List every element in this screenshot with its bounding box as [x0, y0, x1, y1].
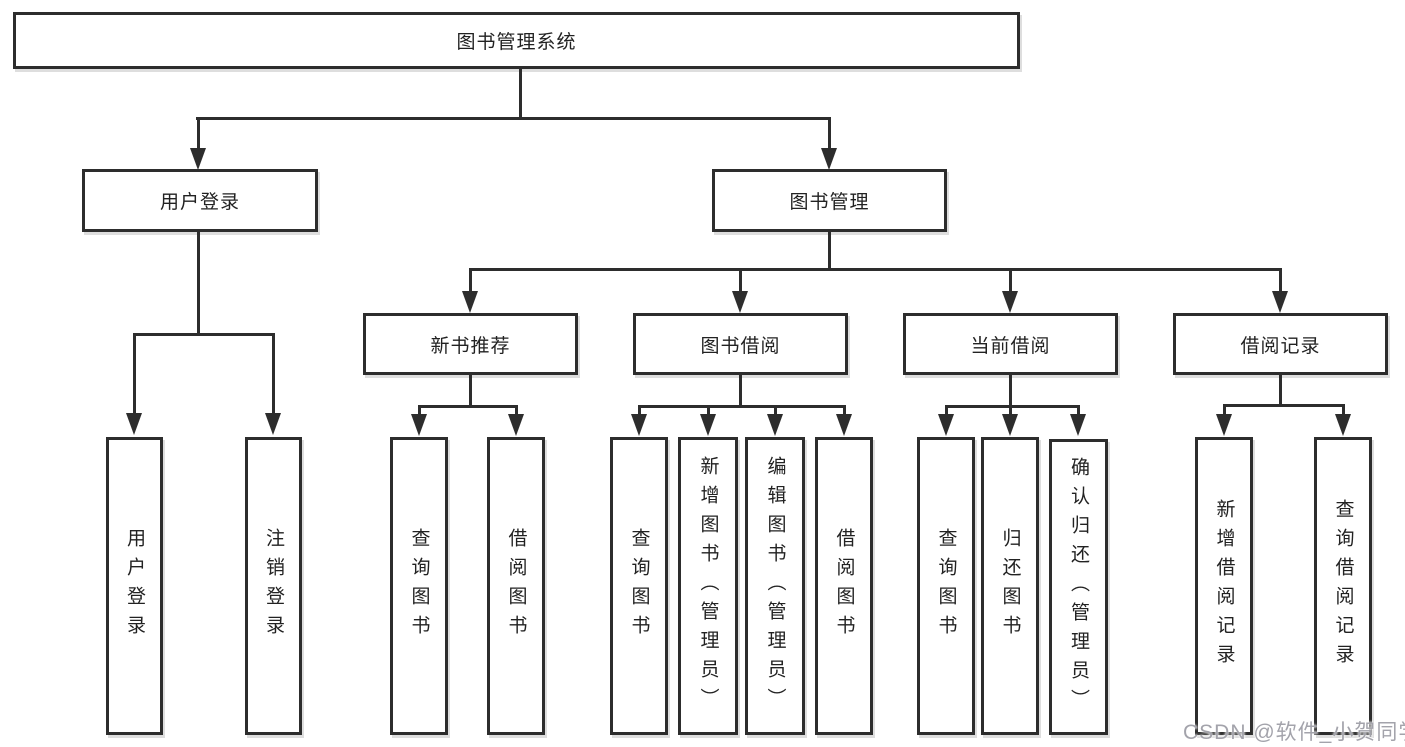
leaf-label: 新增借阅记录	[1213, 499, 1235, 673]
connector-line	[739, 268, 742, 294]
arrow-down-icon	[1002, 291, 1018, 313]
leaf-return-books: 归还图书	[981, 437, 1039, 735]
leaf-query-books-current: 查询图书	[917, 437, 975, 735]
node-label: 图书管理	[789, 192, 870, 213]
arrow-down-icon	[836, 414, 852, 436]
leaf-borrow-books-borrowing: 借阅图书	[815, 437, 873, 735]
leaf-label: 用户登录	[124, 528, 145, 644]
connector-line	[272, 333, 275, 415]
connector-line	[828, 117, 831, 151]
connector-line	[1009, 268, 1012, 294]
connector-line	[197, 117, 200, 151]
connector-line	[418, 405, 518, 408]
leaf-label: 借阅图书	[833, 528, 855, 644]
node-borrow-records: 借阅记录	[1173, 313, 1388, 375]
node-label: 图书借阅	[700, 335, 781, 357]
node-book-management: 图书管理	[712, 169, 947, 232]
connector-line	[828, 232, 831, 271]
arrow-down-icon	[265, 413, 281, 435]
leaf-label: 查询图书	[408, 528, 430, 644]
leaf-label: 归还图书	[999, 528, 1021, 644]
leaf-label: 编辑图书（管理员）	[764, 455, 786, 717]
connector-line	[469, 268, 472, 294]
node-label: 图书管理系统	[456, 32, 577, 53]
connector-line	[638, 405, 641, 417]
connector-line	[1279, 268, 1282, 294]
leaf-add-borrow-record: 新增借阅记录	[1195, 437, 1253, 735]
arrow-down-icon	[508, 414, 524, 436]
arrow-down-icon	[631, 414, 647, 436]
connector-line	[945, 405, 1079, 408]
connector-line	[1009, 375, 1012, 408]
watermark: CSDN @软件_小贺同学	[1183, 721, 1405, 744]
connector-line	[774, 405, 777, 417]
leaf-logout: 注销登录	[245, 437, 302, 735]
leaf-user-login: 用户登录	[106, 437, 163, 735]
arrow-down-icon	[767, 414, 783, 436]
arrow-down-icon	[126, 413, 142, 435]
leaf-query-books-borrowing: 查询图书	[610, 437, 668, 735]
leaf-edit-books-admin: 编辑图书（管理员）	[745, 437, 805, 735]
leaf-query-books-newbooks: 查询图书	[390, 437, 448, 735]
leaf-label: 查询图书	[628, 528, 650, 644]
arrow-down-icon	[700, 414, 716, 436]
connector-line	[1223, 404, 1226, 417]
arrow-down-icon	[462, 291, 478, 313]
connector-line	[638, 405, 846, 408]
connector-line	[196, 117, 831, 120]
connector-line	[843, 405, 846, 417]
leaf-borrow-books-newbooks: 借阅图书	[487, 437, 545, 735]
connector-line	[1342, 404, 1345, 417]
leaf-query-borrow-record: 查询借阅记录	[1314, 437, 1372, 735]
connector-line	[133, 333, 136, 415]
node-label: 当前借阅	[970, 335, 1051, 357]
connector-line	[197, 232, 200, 336]
connector-line	[707, 405, 710, 417]
connector-line	[739, 375, 742, 408]
arrow-down-icon	[190, 148, 206, 170]
connector-line	[519, 68, 522, 120]
node-label: 借阅记录	[1240, 335, 1321, 357]
connector-line	[1077, 405, 1080, 417]
arrow-down-icon	[1070, 414, 1086, 436]
leaf-label: 确认归还（管理员）	[1068, 456, 1089, 718]
connector-line	[469, 268, 1282, 271]
arrow-down-icon	[732, 291, 748, 313]
connector-line	[1223, 404, 1344, 407]
node-current-borrowing: 当前借阅	[903, 313, 1118, 375]
node-library-system: 图书管理系统	[13, 12, 1020, 69]
leaf-label: 查询借阅记录	[1332, 499, 1354, 673]
arrow-down-icon	[1002, 414, 1018, 436]
node-new-book-recommend: 新书推荐	[363, 313, 578, 375]
connector-line	[133, 333, 275, 336]
connector-line	[945, 405, 948, 417]
connector-line	[1279, 375, 1282, 407]
leaf-label: 查询图书	[935, 528, 957, 644]
connector-line	[515, 405, 518, 417]
node-label: 用户登录	[159, 192, 240, 213]
arrow-down-icon	[1216, 414, 1232, 436]
node-book-borrowing: 图书借阅	[633, 313, 848, 375]
arrow-down-icon	[938, 414, 954, 436]
connector-line	[1009, 405, 1012, 417]
leaf-label: 注销登录	[263, 528, 284, 644]
leaf-label: 借阅图书	[505, 528, 527, 644]
leaf-label: 新增图书（管理员）	[697, 455, 719, 717]
connector-line	[469, 375, 472, 408]
node-user-login: 用户登录	[82, 169, 318, 232]
arrow-down-icon	[411, 414, 427, 436]
node-label: 新书推荐	[430, 335, 511, 357]
leaf-add-books-admin: 新增图书（管理员）	[678, 437, 738, 735]
arrow-down-icon	[821, 148, 837, 170]
leaf-confirm-return-admin: 确认归还（管理员）	[1049, 439, 1108, 735]
connector-line	[418, 405, 421, 417]
arrow-down-icon	[1335, 414, 1351, 436]
arrow-down-icon	[1272, 291, 1288, 313]
